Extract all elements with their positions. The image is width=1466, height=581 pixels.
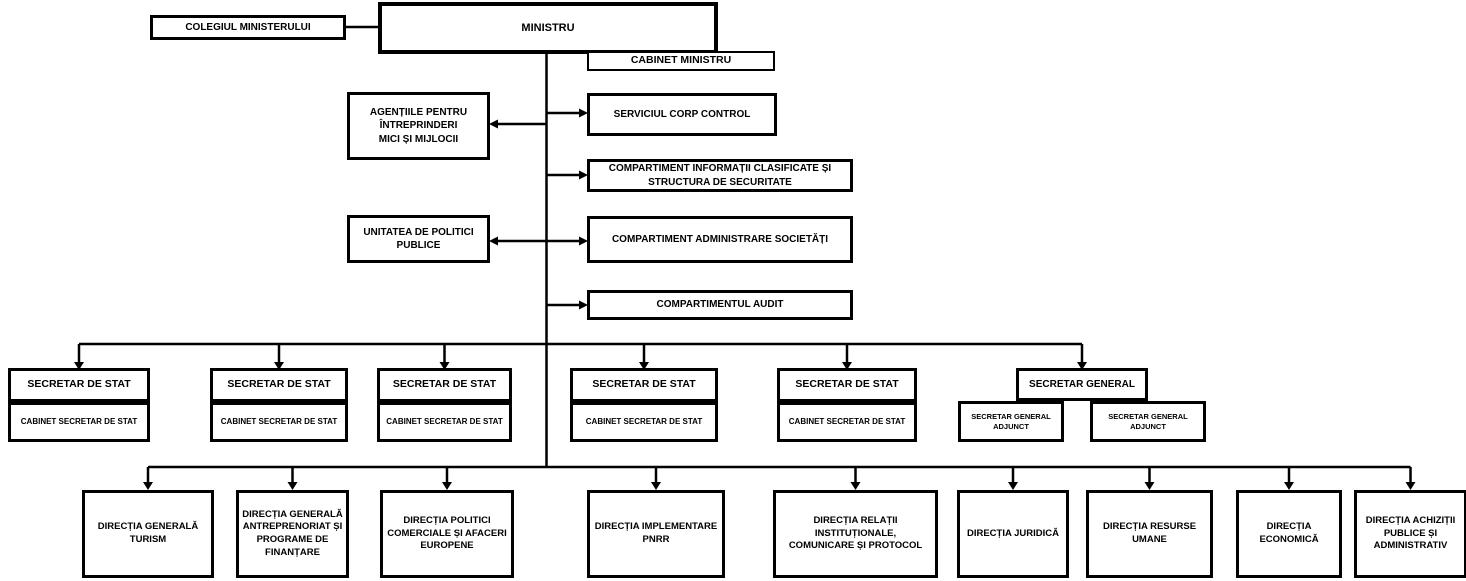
node-directia-juridica: DIRECȚIA JURIDICĂ xyxy=(957,490,1069,578)
node-secretar-de-stat-3: SECRETAR DE STAT xyxy=(377,368,512,402)
node-colegiul-ministerului: COLEGIUL MINISTERULUI xyxy=(150,15,346,40)
node-agentiile-imm: AGENȚIILE PENTRU ÎNTREPRINDERI MICI ȘI M… xyxy=(347,92,490,160)
node-cabinet-ministru: CABINET MINISTRU xyxy=(587,51,775,71)
node-cabinet-secretar-de-stat-4: CABINET SECRETAR DE STAT xyxy=(570,402,718,442)
node-compartiment-administrare-societati: COMPARTIMENT ADMINISTRARE SOCIETĂȚI xyxy=(587,216,853,263)
node-secretar-de-stat-1: SECRETAR DE STAT xyxy=(8,368,150,402)
node-secretar-general: SECRETAR GENERAL xyxy=(1016,368,1148,401)
node-directia-politici-comerciale: DIRECȚIA POLITICI COMERCIALE ȘI AFACERI … xyxy=(380,490,514,578)
node-compartimentul-audit: COMPARTIMENTUL AUDIT xyxy=(587,290,853,320)
node-cabinet-secretar-de-stat-5: CABINET SECRETAR DE STAT xyxy=(777,402,917,442)
node-directia-economica: DIRECȚIA ECONOMICĂ xyxy=(1236,490,1342,578)
node-secretar-de-stat-2: SECRETAR DE STAT xyxy=(210,368,348,402)
node-secretar-general-adjunct-2: SECRETAR GENERAL ADJUNCT xyxy=(1090,401,1206,442)
node-secretar-de-stat-5: SECRETAR DE STAT xyxy=(777,368,917,402)
node-cabinet-secretar-de-stat-2: CABINET SECRETAR DE STAT xyxy=(210,402,348,442)
node-cabinet-secretar-de-stat-3: CABINET SECRETAR DE STAT xyxy=(377,402,512,442)
node-serviciul-corp-control: SERVICIUL CORP CONTROL xyxy=(587,93,777,136)
node-directia-antreprenoriat-finantare: DIRECȚIA GENERALĂ ANTREPRENORIAT ȘI PROG… xyxy=(236,490,349,578)
node-directia-generala-turism: DIRECȚIA GENERALĂ TURISM xyxy=(82,490,214,578)
node-directia-achizitii-publice: DIRECȚIA ACHIZIȚII PUBLICE ȘI ADMINISTRA… xyxy=(1354,490,1466,578)
node-ministru: MINISTRU xyxy=(378,2,718,54)
node-directia-implementare-pnrr: DIRECȚIA IMPLEMENTARE PNRR xyxy=(587,490,725,578)
node-compartiment-informatii-clasificate: COMPARTIMENT INFORMAȚII CLASIFICATE ȘI S… xyxy=(587,159,853,192)
node-cabinet-secretar-de-stat-1: CABINET SECRETAR DE STAT xyxy=(8,402,150,442)
node-unitatea-politici-publice: UNITATEA DE POLITICI PUBLICE xyxy=(347,215,490,263)
node-secretar-de-stat-4: SECRETAR DE STAT xyxy=(570,368,718,402)
node-directia-resurse-umane: DIRECȚIA RESURSE UMANE xyxy=(1086,490,1213,578)
node-directia-relatii-institutionale: DIRECȚIA RELAȚII INSTITUȚIONALE, COMUNIC… xyxy=(773,490,938,578)
node-secretar-general-adjunct-1: SECRETAR GENERAL ADJUNCT xyxy=(958,401,1064,442)
